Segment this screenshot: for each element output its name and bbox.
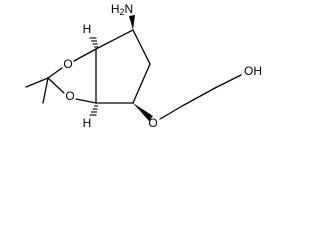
hash-bond-top-h: [89, 37, 98, 48]
ether-oxygen-label: O: [148, 116, 157, 130]
bond-methyl-1: [25, 77, 49, 88]
amine-label: H2N: [111, 2, 133, 17]
wedge-bond-ether: [133, 103, 153, 121]
bond-c1-c2: [95, 29, 134, 50]
chemical-structure-diagram: H2N H O O H O OH: [25, 2, 262, 130]
stereo-h-top-label: H: [83, 22, 92, 36]
wedge-bond-amine: [129, 15, 135, 30]
bond-c1-o-top: [73, 48, 97, 62]
bond-o-bottom-c5: [75, 98, 97, 104]
bond-ch2-oh: [214, 74, 242, 89]
hash-bond-bottom-h: [89, 105, 98, 116]
stereo-h-bottom-label: H: [83, 116, 92, 130]
bond-ch2-ch2: [183, 87, 216, 106]
bond-o-ch2: [159, 104, 185, 120]
ring-oxygen-top-label: O: [63, 57, 72, 71]
ring-oxygen-bottom-label: O: [65, 89, 74, 103]
bond-o-top-cme2: [47, 67, 63, 79]
hydroxyl-label: OH: [244, 64, 262, 78]
bond-methyl-2: [42, 77, 49, 104]
bond-c2-c3: [132, 29, 151, 65]
bond-c3-c4: [132, 63, 151, 104]
bond-cme2-o-bottom: [47, 77, 65, 94]
